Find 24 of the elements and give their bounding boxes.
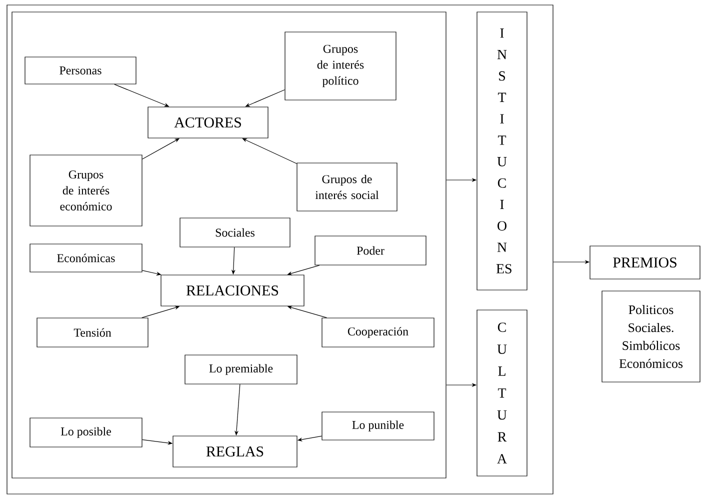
concept-box: Personas bbox=[24, 56, 136, 84]
concept-box: ACTORES bbox=[148, 106, 268, 138]
concept-box: Grupos de interés económico bbox=[30, 154, 142, 226]
concept-box: Lo posible bbox=[30, 418, 142, 448]
concept-box: PREMIOS bbox=[590, 246, 700, 280]
arrow bbox=[242, 138, 297, 164]
concept-box: Poder bbox=[314, 236, 426, 266]
concept-box: RELACIONES bbox=[160, 274, 304, 306]
concept-box: Lo punible bbox=[322, 412, 434, 440]
list-box: Politicos Sociales. Simbólicos Económicos bbox=[602, 290, 700, 382]
concept-box: Tensión bbox=[36, 318, 148, 348]
concept-box: Económicas bbox=[30, 244, 142, 272]
concept-box: Grupos de interés social bbox=[296, 162, 398, 212]
vertical-text-box: C U L T U R A bbox=[476, 310, 528, 476]
concept-box: REGLAS bbox=[172, 436, 298, 468]
arrow bbox=[287, 265, 320, 276]
concept-box: Lo premiable bbox=[184, 354, 298, 384]
vertical-text-box: I N S T I T U C I O N ES bbox=[476, 12, 528, 290]
inner-frame bbox=[12, 12, 446, 478]
arrow bbox=[245, 89, 285, 107]
concept-box: Grupos de interés político bbox=[284, 32, 396, 100]
concept-box: Sociales bbox=[180, 218, 290, 248]
outer-frame bbox=[6, 4, 554, 494]
concept-box: Cooperación bbox=[322, 318, 434, 348]
